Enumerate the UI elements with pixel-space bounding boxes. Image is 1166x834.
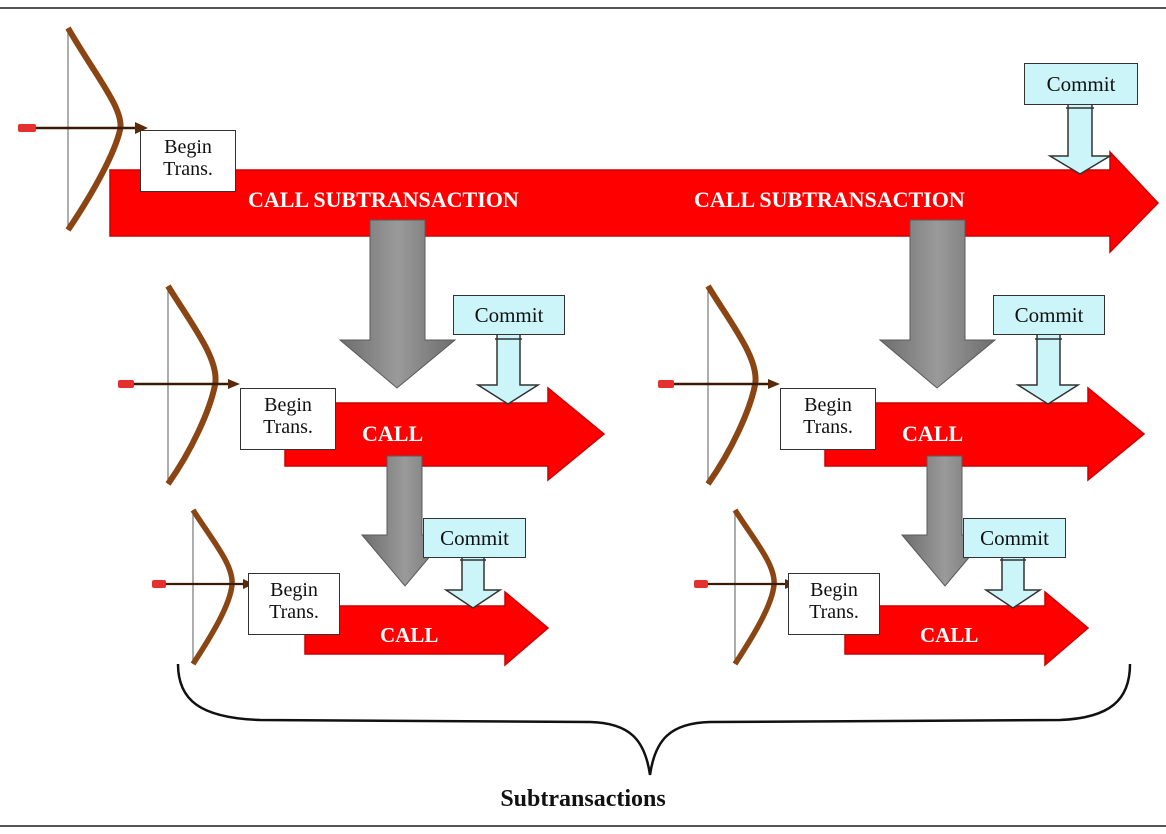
subtransactions-caption: Subtransactions [500, 786, 666, 812]
trans-label: Trans. [269, 601, 319, 623]
bottom-rule [0, 825, 1166, 827]
commit-arrow-icon [983, 554, 1043, 609]
bow-and-arrow-icon [152, 508, 254, 666]
commit-arrow-icon [1015, 333, 1081, 405]
begin-trans-box-mid-right: Begin Trans. [780, 388, 876, 450]
top-rule [0, 7, 1166, 9]
begin-trans-box-top: Begin Trans. [140, 130, 236, 192]
trans-label: Trans. [809, 601, 859, 623]
call-arrow-icon [844, 590, 1090, 667]
begin-label: Begin [264, 394, 312, 416]
commit-box-mid-left: Commit [453, 295, 565, 335]
begin-label: Begin [804, 394, 852, 416]
begin-trans-box-mid-left: Begin Trans. [240, 388, 336, 450]
begin-trans-box-low-right: Begin Trans. [788, 573, 880, 635]
down-arrow-icon [878, 219, 997, 389]
call-subtransaction-label-2: CALL SUBTRANSACTION [694, 187, 965, 212]
call-label-mid-right: CALL [902, 421, 964, 446]
call-label-mid-left: CALL [362, 421, 424, 446]
bow-and-arrow-icon [658, 284, 780, 486]
brace-icon [176, 663, 1132, 776]
call-arrow-icon [304, 590, 550, 667]
commit-box-mid-right: Commit [993, 295, 1105, 335]
call-label-low-left: CALL [380, 623, 439, 647]
trans-label: Trans. [263, 416, 313, 438]
call-subtransaction-label-1: CALL SUBTRANSACTION [248, 187, 519, 212]
commit-box-top: Commit [1024, 63, 1138, 105]
call-arrow-icon [284, 386, 606, 482]
begin-label: Begin [270, 579, 318, 601]
bow-and-arrow-icon [118, 284, 240, 486]
call-label-low-right: CALL [920, 623, 979, 647]
call-arrow-icon [824, 386, 1146, 482]
commit-arrow-icon [443, 554, 503, 609]
commit-arrow-icon [1047, 102, 1113, 175]
begin-label: Begin [164, 136, 212, 158]
begin-trans-box-low-left: Begin Trans. [248, 573, 340, 635]
bow-and-arrow-icon [694, 508, 796, 666]
begin-label: Begin [810, 579, 858, 601]
bow-and-arrow-icon [18, 26, 148, 232]
down-arrow-icon [338, 219, 457, 389]
trans-label: Trans. [163, 158, 213, 180]
commit-box-low-right: Commit [963, 518, 1066, 558]
commit-box-low-left: Commit [423, 518, 526, 558]
commit-arrow-icon [475, 333, 541, 405]
trans-label: Trans. [803, 416, 853, 438]
